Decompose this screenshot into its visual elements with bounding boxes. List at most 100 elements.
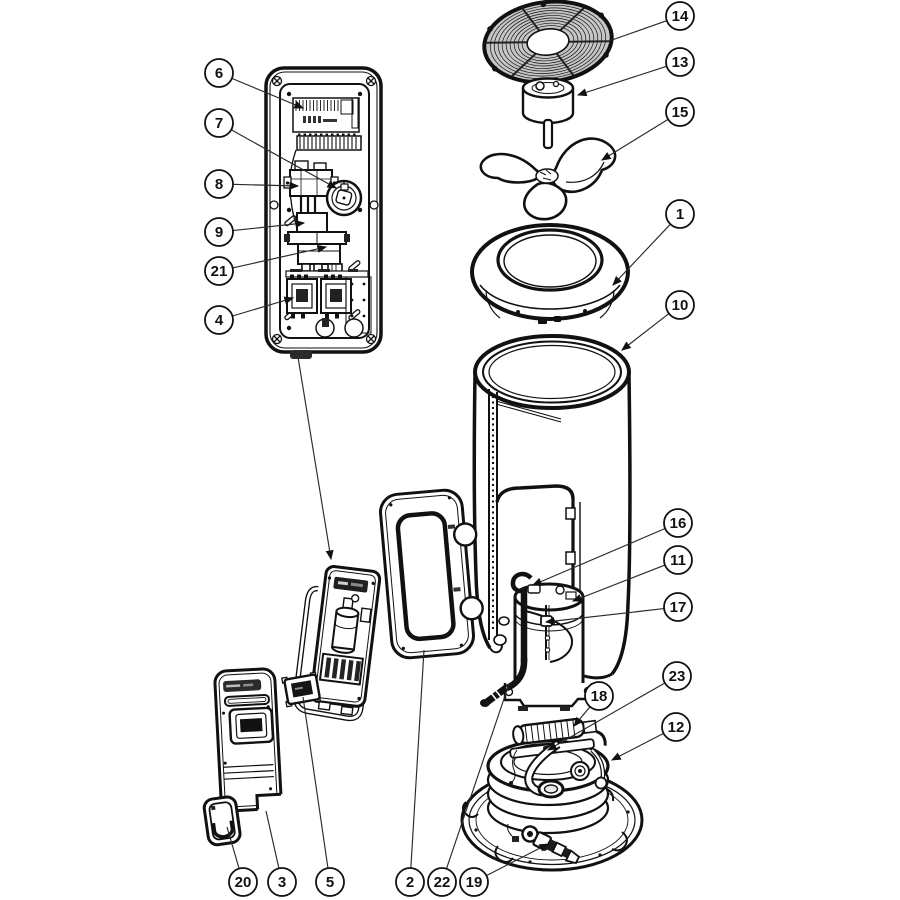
terminal-block — [318, 652, 364, 686]
top-ring — [470, 223, 630, 324]
callout-10-body-shell: 10 — [621, 290, 695, 351]
mounting-plate — [345, 276, 372, 334]
callout-circle — [267, 867, 297, 897]
callout-number: 5 — [326, 874, 334, 891]
callout-21-relay-base: 21 — [204, 244, 328, 286]
callout-9-relay: 9 — [204, 217, 306, 247]
callout-23-pipe-clamp: 23 — [547, 661, 692, 751]
callout-circle — [665, 199, 695, 229]
callout-number: 3 — [278, 874, 286, 891]
control-assembly — [293, 565, 382, 722]
body-shell — [472, 334, 632, 680]
callout-12-base-assembly: 12 — [610, 712, 691, 761]
leader-line — [265, 810, 280, 869]
callout-circle — [204, 169, 234, 199]
leader-line — [610, 732, 664, 761]
leader-line — [612, 223, 671, 286]
callout-1-top-ring: 1 — [612, 199, 695, 286]
leader-line — [544, 608, 665, 626]
callout-circle — [204, 58, 234, 88]
callout-circle — [584, 681, 614, 711]
fan-grille — [482, 0, 614, 85]
callout-20-access-cover: 20 — [226, 826, 258, 897]
callout-number: 16 — [670, 515, 687, 532]
callout-2-door-panel: 2 — [395, 649, 425, 897]
sensor-wire — [511, 749, 518, 783]
callout-number: 23 — [669, 668, 686, 685]
callout-17-temperature-sensor: 17 — [544, 592, 693, 626]
callout-circle — [315, 867, 345, 897]
shell-tie-rod — [495, 400, 562, 423]
suction-pipe — [480, 571, 533, 707]
callout-5-display-module: 5 — [302, 696, 345, 897]
callout-18-union-valve: 18 — [573, 681, 614, 727]
leader-line — [445, 683, 510, 869]
fan-motor — [521, 77, 575, 150]
front-panel — [213, 667, 284, 813]
leader-line — [230, 129, 338, 189]
callout-circle — [204, 108, 234, 138]
callout-19-drain-fitting: 19 — [459, 843, 550, 897]
callout-number: 14 — [672, 8, 689, 25]
callout-15-fan-blade: 15 — [601, 97, 695, 161]
access-cover — [202, 795, 242, 847]
leader-line — [601, 118, 669, 161]
capacitor — [325, 179, 363, 217]
leader-line — [531, 527, 666, 586]
leader-line — [576, 65, 667, 97]
callout-number: 15 — [672, 104, 689, 121]
callout-number: 17 — [670, 599, 687, 616]
callout-circle — [665, 47, 695, 77]
callout-circle — [665, 1, 695, 31]
leader-line — [226, 826, 240, 869]
callout-circle — [665, 97, 695, 127]
electrical-box — [264, 66, 383, 359]
callout-circle — [459, 867, 489, 897]
control-board — [289, 97, 362, 225]
callout-6-control-board: 6 — [204, 58, 305, 109]
electrical-box-location-line — [297, 356, 334, 561]
callout-number: 22 — [434, 874, 451, 891]
vent-slot — [223, 693, 270, 707]
callout-circle — [204, 256, 234, 286]
drain-fitting — [521, 825, 581, 865]
leader-line — [232, 219, 306, 232]
callout-circle — [204, 305, 234, 335]
base-assembly — [460, 717, 644, 872]
callout-4-transformer: 4 — [204, 296, 295, 335]
callout-number: 11 — [670, 552, 686, 569]
callout-circle — [662, 661, 692, 691]
callout-number: 18 — [591, 688, 608, 705]
fan-blade — [479, 137, 617, 221]
union-valve — [512, 717, 607, 754]
leader-line — [302, 696, 329, 869]
callout-number: 12 — [668, 719, 685, 736]
callout-number: 19 — [466, 874, 483, 891]
door-panel — [379, 488, 484, 660]
callout-number: 7 — [215, 115, 223, 132]
callout-3-front-panel: 3 — [265, 810, 297, 897]
callout-number: 1 — [676, 206, 684, 223]
leader-line — [486, 843, 550, 877]
callout-number: 21 — [211, 263, 228, 280]
callout-circle — [663, 592, 693, 622]
knockout-hole — [344, 318, 364, 338]
callout-11-compressor: 11 — [571, 545, 693, 602]
brand-logo-bar — [223, 679, 262, 692]
small-component — [322, 318, 329, 327]
leader-line — [621, 313, 670, 351]
leader-line — [231, 77, 305, 109]
leader-line — [232, 244, 328, 269]
callout-8-contactor: 8 — [204, 169, 300, 199]
leader-line — [410, 649, 425, 869]
leader-line — [573, 706, 591, 727]
temperature-sensor — [540, 605, 553, 660]
callout-number: 4 — [215, 312, 224, 329]
callout-14-fan-grille: 14 — [611, 1, 695, 41]
callout-circle — [663, 508, 693, 538]
callout-number: 10 — [672, 297, 689, 314]
callout-7-capacitor: 7 — [204, 108, 338, 189]
callout-number: 2 — [406, 874, 414, 891]
